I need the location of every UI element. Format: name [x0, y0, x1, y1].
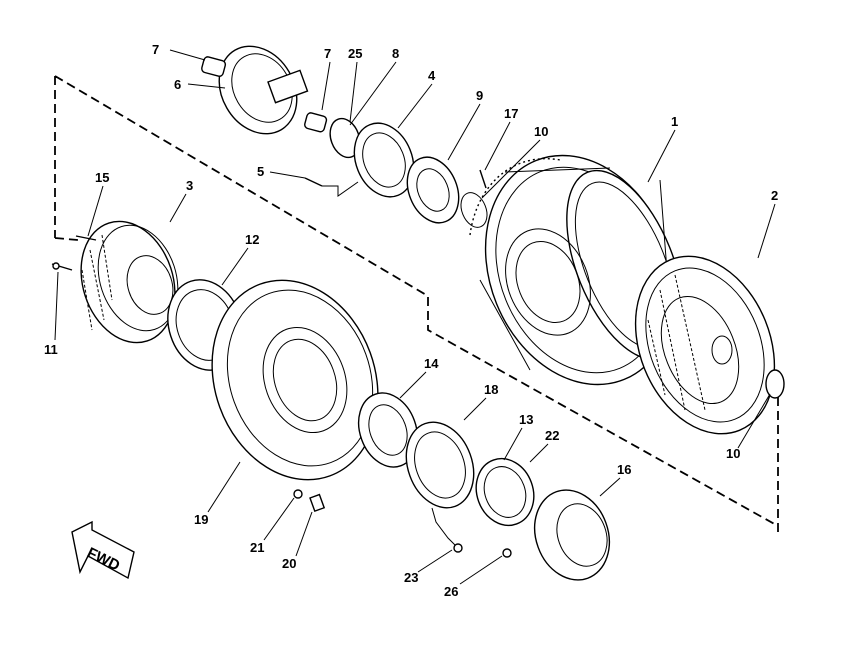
part-2-turbine-ring: [634, 255, 776, 435]
callout-19: 18: [484, 382, 498, 397]
callout-16: 15: [95, 170, 109, 185]
part-10-snap-ring: [460, 192, 488, 228]
callout-20: 19: [194, 512, 208, 527]
part-15-bearing: [357, 392, 419, 468]
part-24-bolt: [431, 507, 463, 553]
part-1-housing: [469, 154, 684, 386]
part-7-bushing-a: [201, 56, 227, 77]
callout-10: 10: [534, 124, 548, 139]
callout-21: 20: [282, 556, 296, 571]
callout-11: 10: [726, 446, 740, 461]
callout-17: 16: [617, 462, 631, 477]
callout-2: 2: [771, 188, 778, 203]
callout-26: 26: [444, 584, 458, 599]
part-5-bolt: [304, 177, 359, 197]
callout-7b: 7: [324, 46, 331, 61]
callout-3: 3: [186, 178, 193, 193]
leader-lines: [54, 49, 776, 585]
callout-1: 1: [671, 114, 678, 129]
part-12-pin: [51, 262, 73, 271]
part-11-disk: [765, 369, 785, 399]
assembly-boundary-line: [54, 75, 779, 532]
part-19-gasket: [405, 421, 475, 509]
part-4-plate: [353, 122, 415, 198]
part-17-cover: [533, 489, 611, 581]
callout-18: 17: [504, 106, 518, 121]
part-26-pin: [502, 548, 512, 558]
callout-4: 4: [428, 68, 436, 83]
part-3-drum: [80, 220, 179, 344]
callout-9: 9: [476, 88, 483, 103]
part-14-seal-ring: [475, 457, 535, 527]
callout-23: 22: [545, 428, 559, 443]
part-6-gear: [218, 45, 309, 135]
part-20-flange: [211, 279, 379, 481]
callout-24: 23: [404, 570, 418, 585]
callout-14: 13: [519, 412, 533, 427]
callout-5: 5: [257, 164, 264, 179]
callout-15: 14: [424, 356, 439, 371]
part-22-washer: [293, 489, 303, 499]
callout-22: 21: [250, 540, 264, 555]
part-9-bearing: [406, 156, 460, 224]
fwd-arrow-icon: FWD: [71, 520, 135, 580]
callout-25: 25: [348, 46, 362, 61]
part-7-bushing-b: [304, 112, 328, 133]
part-16-pin: [75, 235, 97, 241]
callout-8: 8: [392, 46, 399, 61]
part-18-bolt: [479, 169, 487, 189]
callout-12: 11: [44, 342, 58, 357]
part-8-seal: [329, 117, 361, 159]
callout-6: 6: [174, 77, 181, 92]
part-21-bolt: [309, 493, 326, 513]
callout-7a: 7: [152, 42, 159, 57]
callout-13: 12: [245, 232, 259, 247]
